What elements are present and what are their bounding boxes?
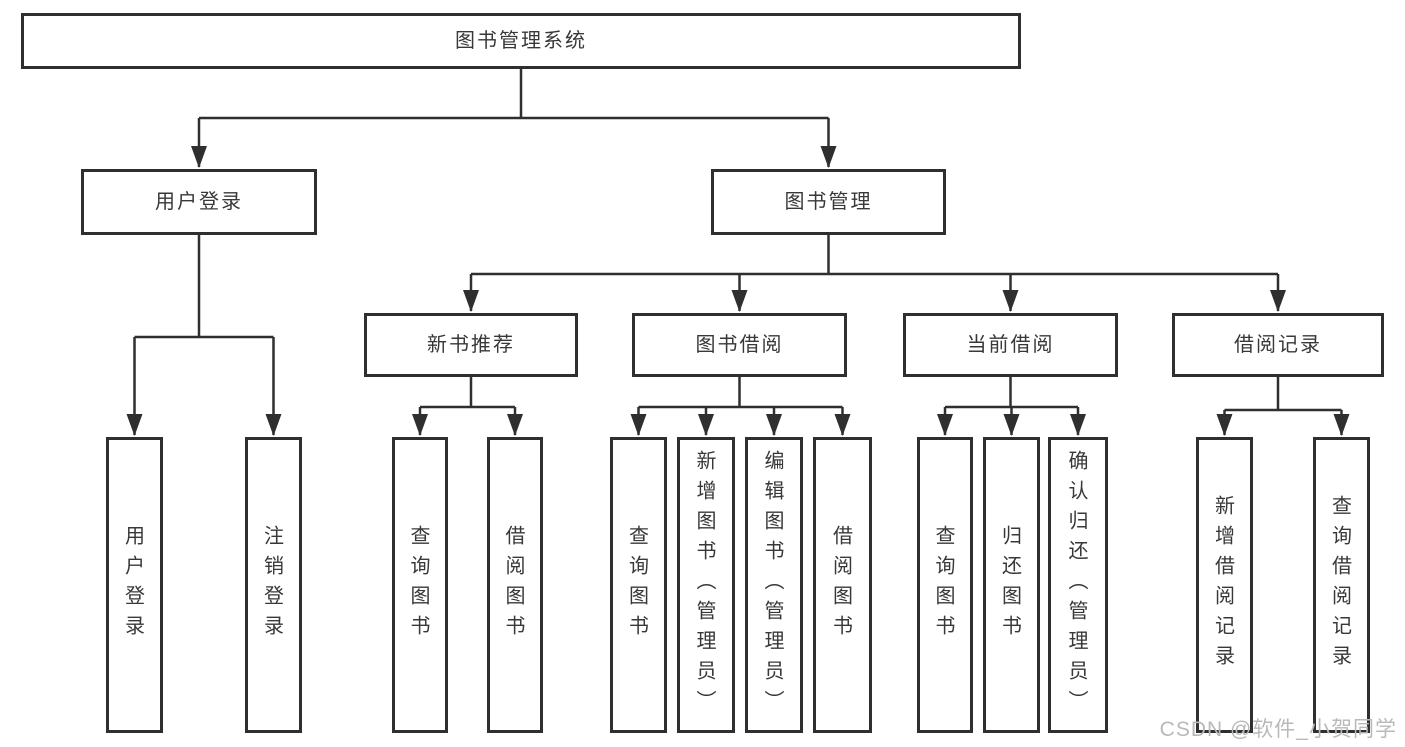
node-current-borrowing: 当前借阅 bbox=[903, 313, 1118, 377]
node-borrowing-records: 借阅记录 bbox=[1172, 313, 1384, 377]
node-label: 新增图书（管理员） bbox=[693, 450, 715, 720]
node-label: 新增借阅记录 bbox=[1211, 495, 1234, 675]
leaf-search-borrow-record: 查询借阅记录 bbox=[1313, 437, 1370, 733]
connector-root-to-level1 bbox=[191, 69, 837, 168]
node-label: 用户登录 bbox=[155, 191, 243, 213]
node-label: 图书管理系统 bbox=[455, 30, 587, 52]
node-label: 查询图书 bbox=[407, 525, 429, 645]
node-label: 确认归还（管理员） bbox=[1065, 450, 1087, 720]
leaf-borrow-books-2: 借阅图书 bbox=[813, 437, 872, 733]
node-library-management-system: 图书管理系统 bbox=[21, 13, 1021, 69]
csdn-watermark: CSDN @软件_小贺同学 bbox=[1159, 718, 1397, 741]
leaf-edit-book-admin: 编辑图书（管理员） bbox=[745, 437, 803, 733]
node-label: 查询图书 bbox=[932, 525, 954, 645]
node-label: 查询借阅记录 bbox=[1328, 495, 1351, 675]
leaf-search-books-2: 查询图书 bbox=[610, 437, 667, 733]
node-label: 图书管理 bbox=[784, 191, 873, 213]
node-book-borrowing: 图书借阅 bbox=[632, 313, 847, 377]
connector-borrow-record-to-leaves bbox=[1216, 377, 1350, 436]
connector-book-management-to-level2 bbox=[463, 235, 1286, 312]
node-new-book-recommendation: 新书推荐 bbox=[364, 313, 578, 377]
leaf-search-books-3: 查询图书 bbox=[917, 437, 973, 733]
node-label: 归还图书 bbox=[998, 525, 1021, 645]
connector-current-borrow-to-leaves bbox=[937, 377, 1086, 436]
leaf-logout: 注销登录 bbox=[245, 437, 302, 733]
node-user-login: 用户登录 bbox=[81, 169, 317, 235]
connector-user-login-to-leaves bbox=[126, 235, 282, 436]
node-label: 借阅图书 bbox=[829, 525, 852, 645]
connector-new-book-rec-to-leaves bbox=[412, 377, 523, 436]
node-label: 注销登录 bbox=[260, 525, 283, 645]
leaf-borrow-books-1: 借阅图书 bbox=[487, 437, 543, 733]
node-label: 当前借阅 bbox=[966, 334, 1055, 356]
node-label: 图书借阅 bbox=[695, 334, 784, 356]
node-label: 借阅图书 bbox=[502, 525, 524, 645]
leaf-confirm-return-admin: 确认归还（管理员） bbox=[1048, 437, 1108, 733]
connector-book-borrow-to-leaves bbox=[630, 377, 851, 436]
node-label: 借阅记录 bbox=[1234, 334, 1322, 356]
node-label: 用户登录 bbox=[121, 525, 144, 645]
leaf-search-books-1: 查询图书 bbox=[392, 437, 448, 733]
leaf-add-book-admin: 新增图书（管理员） bbox=[677, 437, 735, 733]
leaf-add-borrow-record: 新增借阅记录 bbox=[1196, 437, 1253, 733]
node-label: 编辑图书（管理员） bbox=[761, 450, 783, 720]
node-book-management: 图书管理 bbox=[711, 169, 946, 235]
leaf-return-book: 归还图书 bbox=[983, 437, 1040, 733]
node-label: 新书推荐 bbox=[427, 334, 515, 356]
leaf-user-login: 用户登录 bbox=[106, 437, 163, 733]
node-label: 查询图书 bbox=[625, 525, 648, 645]
